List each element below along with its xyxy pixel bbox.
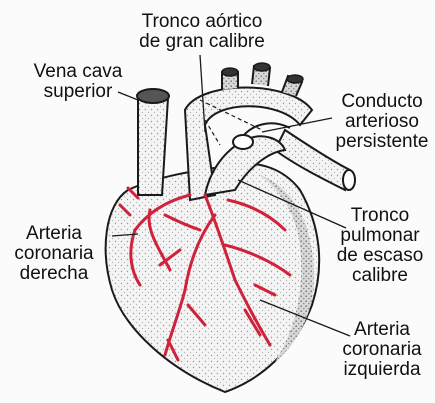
label-left-coronary: Arteria coronaria izquierda <box>330 320 434 380</box>
label-ductus-arteriosus: Conducto arterioso persistente <box>330 92 434 152</box>
label-pulmonary-trunk: Tronco pulmonar de escaso calibre <box>326 206 434 286</box>
label-vena-cava: Vena cava superior <box>28 62 128 102</box>
label-right-coronary: Arteria coronaria derecha <box>2 224 106 284</box>
label-aortic-trunk: Tronco aórtico de gran calibre <box>132 12 272 52</box>
vena-cava-superior <box>138 98 168 195</box>
vena-cava-opening <box>137 89 169 103</box>
